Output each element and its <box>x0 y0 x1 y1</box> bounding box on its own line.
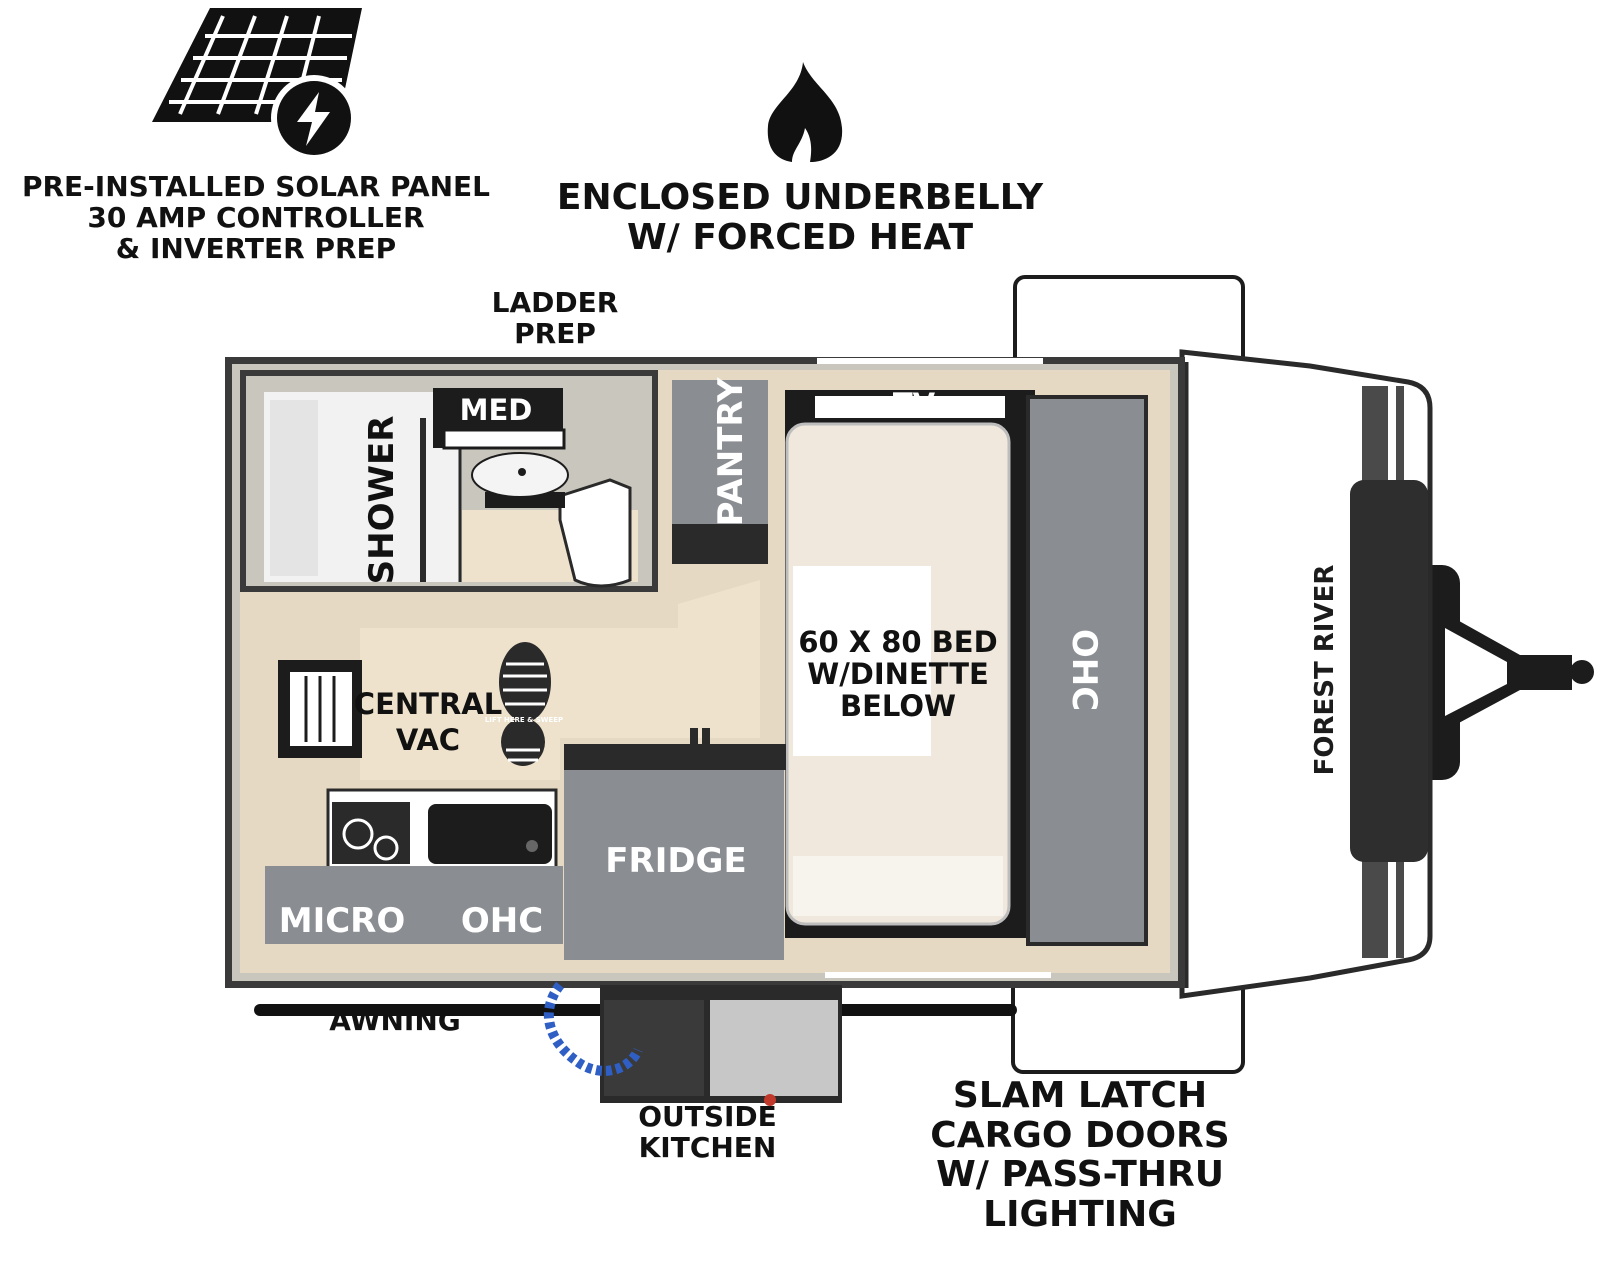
water-hose <box>543 981 643 1076</box>
galley-ohc-label: OHC <box>461 901 543 941</box>
lightning-bolt-icon <box>297 92 330 146</box>
ladder-prep-callout: LADDER PREP <box>491 286 619 350</box>
boot-print-icon <box>499 642 551 766</box>
flame-icon <box>767 62 843 162</box>
front-overhead-cabinet <box>1026 395 1148 946</box>
galley-floor <box>360 580 760 780</box>
front-ohc-label: OHC <box>1064 629 1104 711</box>
tv-label: TV <box>893 387 936 421</box>
micro-label: MICRO <box>279 901 406 941</box>
underbelly-callout: ENCLOSED UNDERBELLY W/ FORCED HEAT <box>556 177 1044 258</box>
pantry-cabinet <box>672 380 768 564</box>
outside-kitchen-unit <box>600 985 842 1106</box>
bed-dinette <box>785 390 1035 938</box>
front-cap <box>1179 349 1433 999</box>
med-label: MED <box>460 393 533 427</box>
fridge-label: FRIDGE <box>605 841 746 881</box>
fridge <box>564 728 786 960</box>
boot-print-label: LIFT HERE & SWEEP <box>485 716 563 724</box>
solar-panel-icon <box>152 8 362 161</box>
medicine-cabinet <box>433 388 569 498</box>
trailer-hitch <box>1410 565 1594 780</box>
solar-callout: PRE-INSTALLED SOLAR PANEL 30 AMP CONTROL… <box>21 170 491 265</box>
bed-label-line2: W/DINETTE <box>807 657 989 691</box>
micro-ohc-cabinet <box>265 866 563 944</box>
central-vac-label-line1: CENTRAL <box>354 687 502 721</box>
cargo-doors-callout: SLAM LATCH CARGO DOORS W/ PASS-THRU LIGH… <box>930 1075 1230 1235</box>
bed-label-line1: 60 X 80 BED <box>798 625 997 659</box>
outside-kitchen-callout: OUTSIDE KITCHEN <box>638 1100 777 1164</box>
entry-door <box>278 660 362 758</box>
galley-counter <box>326 788 558 870</box>
bed-label-line3: BELOW <box>840 689 956 723</box>
shower-label: SHOWER <box>362 416 402 585</box>
brand-logo-text: FOREST RIVER <box>1310 565 1340 776</box>
central-vac-label-line2: VAC <box>396 723 460 757</box>
pantry-label: PANTRY <box>711 377 751 526</box>
